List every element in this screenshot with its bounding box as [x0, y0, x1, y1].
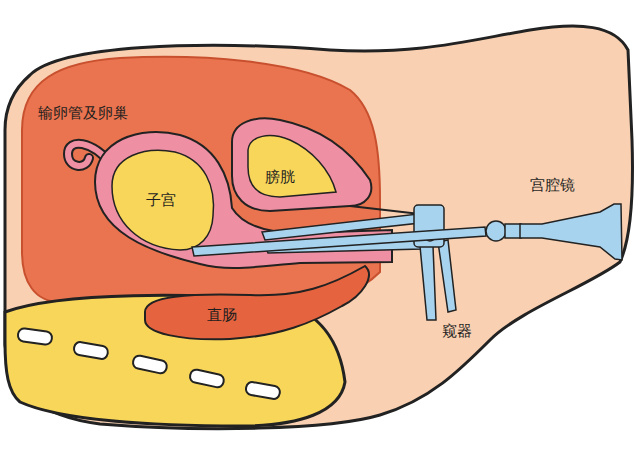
part-label: 子宫: [146, 191, 176, 209]
rectum: [145, 266, 369, 339]
part-label: 窥器: [442, 322, 472, 340]
hysteroscope: [192, 204, 622, 260]
bladder-cavity: [248, 136, 336, 197]
part-label: 输卵管及卵巢: [38, 104, 128, 122]
uterus-cavity: [112, 150, 213, 250]
part-label: 直肠: [207, 306, 237, 324]
bladder-wall: [232, 118, 371, 211]
body-outline: [5, 26, 633, 429]
part-label: 宫腔镜: [530, 176, 575, 194]
urethra: [350, 206, 420, 214]
part-label: 膀胱: [265, 168, 295, 186]
speculum: [262, 205, 456, 320]
